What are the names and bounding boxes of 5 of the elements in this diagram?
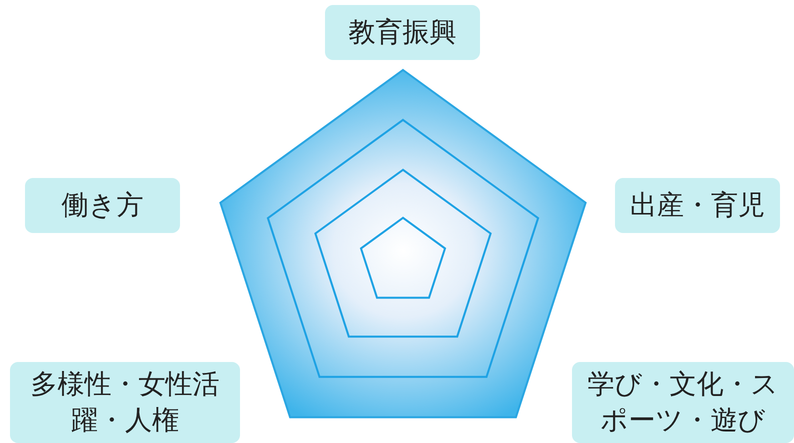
category-label: 学び・文化・スポーツ・遊び: [572, 362, 794, 443]
category-label: 出産・育児: [615, 178, 780, 233]
category-label: 教育振興: [325, 5, 480, 60]
category-label: 多様性・女性活躍・人権: [10, 362, 240, 443]
category-label: 働き方: [25, 178, 180, 233]
